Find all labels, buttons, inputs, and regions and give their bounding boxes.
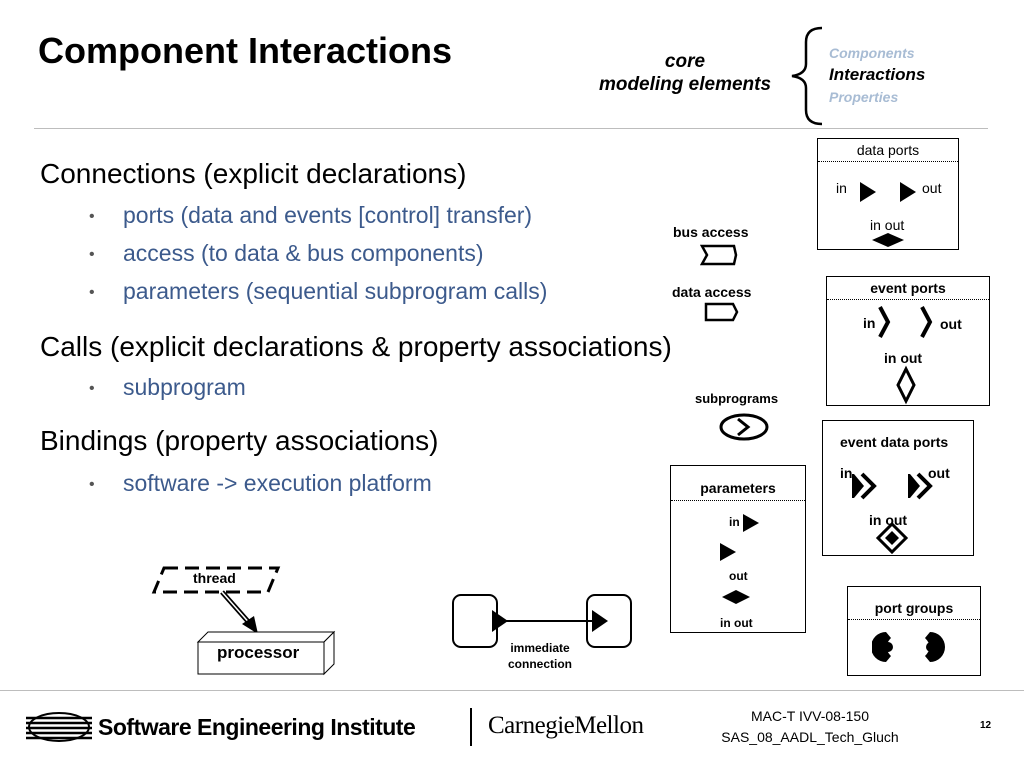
parameters-inout-label: in out — [720, 616, 753, 630]
reference-line2: SAS_08_AADL_Tech_Gluch — [721, 729, 899, 745]
parameters-in-label: in — [729, 515, 740, 529]
curly-brace-icon — [791, 26, 823, 126]
event-port-out-icon — [920, 306, 933, 338]
event-port-symbols — [878, 306, 933, 405]
parameters-box: parameters — [670, 465, 806, 633]
immediate-connection-diagram — [452, 594, 632, 648]
cmu-wordmark: CarnegieMellon — [488, 712, 644, 739]
page-title: Component Interactions — [38, 30, 453, 71]
event-port-in-icon — [878, 306, 891, 338]
core-modeling-label: core modeling elements — [570, 50, 800, 96]
data-access-icon — [704, 302, 739, 322]
bus-access-icon — [700, 244, 738, 266]
bullet-software: •software -> execution platform — [89, 470, 432, 496]
data-port-in-icon — [860, 182, 876, 202]
bullet-parameters: •parameters (sequential subprogram calls… — [89, 278, 548, 304]
subprogram-icon — [719, 413, 769, 441]
port-groups-box: port groups — [847, 586, 981, 676]
port-group-symbols — [872, 632, 945, 662]
footer-divider — [0, 690, 1024, 691]
event-data-ports-in-label: in — [840, 465, 853, 481]
bus-access-label: bus access — [673, 224, 749, 240]
data-access-label: data access — [672, 284, 752, 300]
event-ports-in-label: in — [863, 315, 876, 331]
event-data-ports-inout-label: in out — [869, 512, 908, 528]
event-data-ports-out-label: out — [928, 465, 950, 481]
bullet-subprogram-text: subprogram — [123, 374, 246, 400]
bullet-access: •access (to data & bus components) — [89, 240, 484, 266]
immediate-label-line2: connection — [507, 657, 572, 671]
parameters-out-label: out — [729, 569, 748, 583]
header-divider — [34, 128, 988, 129]
event-ports-out-label: out — [940, 316, 962, 332]
bullet-software-text: software -> execution platform — [123, 470, 432, 496]
event-data-port-out-icon — [908, 474, 920, 498]
bullet-connections: Connections (explicit declarations) — [40, 158, 467, 189]
bullet-access-text: access (to data & bus components) — [123, 240, 484, 266]
nav-components: Components — [829, 45, 915, 61]
processor-shape — [197, 641, 325, 675]
event-ports-title: event ports — [827, 277, 989, 300]
event-data-ports-title: event data ports — [840, 434, 949, 450]
port-group-in-icon — [872, 632, 891, 662]
core-label-line2: modeling elements — [598, 74, 772, 95]
binding-diagram — [151, 566, 336, 676]
data-ports-title: data ports — [818, 139, 958, 162]
parameter-inout-icon — [722, 590, 750, 604]
bullet-subprogram: •subprogram — [89, 374, 246, 400]
sei-wordmark: Software Engineering Institute — [98, 714, 416, 740]
data-ports-out-label: out — [922, 180, 942, 196]
data-ports-in-label: in — [836, 180, 847, 196]
event-data-port-symbols — [852, 472, 933, 554]
parameter-out-icon — [720, 543, 736, 561]
reference-line1: MAC-T IVV-08-150 — [750, 708, 869, 724]
bullet-bindings: Bindings (property associations) — [40, 425, 439, 456]
port-groups-title: port groups — [848, 587, 980, 620]
event-ports-inout-label: in out — [884, 350, 923, 366]
data-port-inout-icon — [872, 233, 904, 247]
event-port-inout-icon — [896, 365, 916, 405]
footer-separator — [470, 708, 472, 746]
bullet-parameters-text: parameters (sequential subprogram calls) — [123, 278, 548, 304]
data-ports-box: data ports — [817, 138, 959, 250]
data-port-symbols — [860, 182, 916, 247]
event-data-port-in-icon — [852, 474, 864, 498]
page-number: 12 — [980, 720, 992, 731]
parameters-title: parameters — [671, 466, 805, 501]
data-ports-inout-label: in out — [870, 217, 905, 233]
document-reference: MAC-T IVV-08-150 SAS_08_AADL_Tech_Gluch — [690, 706, 930, 748]
subprograms-label: subprograms — [695, 391, 779, 406]
thread-shape — [151, 566, 281, 594]
bullet-calls: Calls (explicit declarations & property … — [40, 331, 672, 362]
thread-label: thread — [193, 570, 236, 586]
nav-properties: Properties — [829, 89, 899, 105]
section-nav: Components Interactions Properties — [829, 42, 925, 108]
immediate-label-line1: immediate — [510, 641, 570, 655]
bullet-ports-text: ports (data and events [control] transfe… — [123, 202, 533, 228]
bullet-ports: •ports (data and events [control] transf… — [89, 202, 533, 228]
sei-logo-icon — [26, 712, 92, 742]
parameter-symbols — [720, 514, 759, 604]
data-port-out-icon — [900, 182, 916, 202]
nav-interactions: Interactions — [829, 65, 926, 84]
parameter-in-icon — [743, 514, 759, 532]
immediate-connection-label: immediate connection — [490, 640, 590, 672]
processor-label: processor — [217, 643, 300, 662]
core-label-line1: core — [664, 51, 706, 72]
